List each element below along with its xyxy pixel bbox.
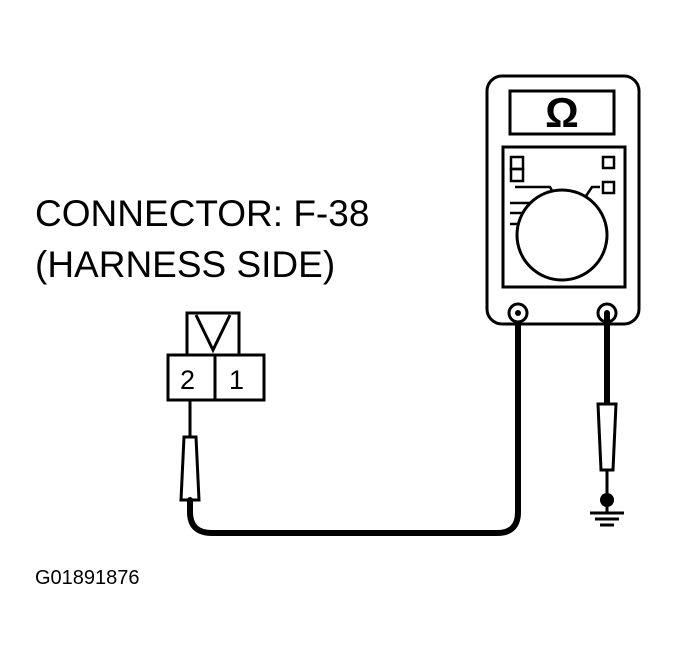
connector-f38 [166, 311, 266, 402]
indicator-box [509, 167, 525, 183]
com-jack-center [515, 310, 521, 316]
ground-probe-handle [596, 402, 618, 472]
meter-display [508, 89, 616, 136]
test-lead-wire [187, 312, 521, 536]
scale-mark [584, 185, 600, 197]
figure-code: G01891876 [35, 567, 140, 589]
selector-dial [515, 188, 609, 282]
indicator-box [601, 180, 616, 195]
test-probe-icon [179, 400, 201, 502]
ohm-symbol: Ω [545, 89, 579, 136]
ground-icon [590, 500, 624, 527]
harness-side-label: (HARNESS SIDE) [35, 244, 335, 285]
pin-1-label: 1 [229, 365, 244, 395]
indicator-box [601, 155, 616, 170]
connector-label: CONNECTOR: F-38 [35, 193, 369, 234]
multimeter-icon: Ω [485, 74, 641, 326]
connector-lock-tab [194, 314, 232, 354]
pin-2-label: 2 [180, 365, 195, 395]
probe-handle [179, 435, 201, 502]
ground-probe [596, 402, 618, 500]
